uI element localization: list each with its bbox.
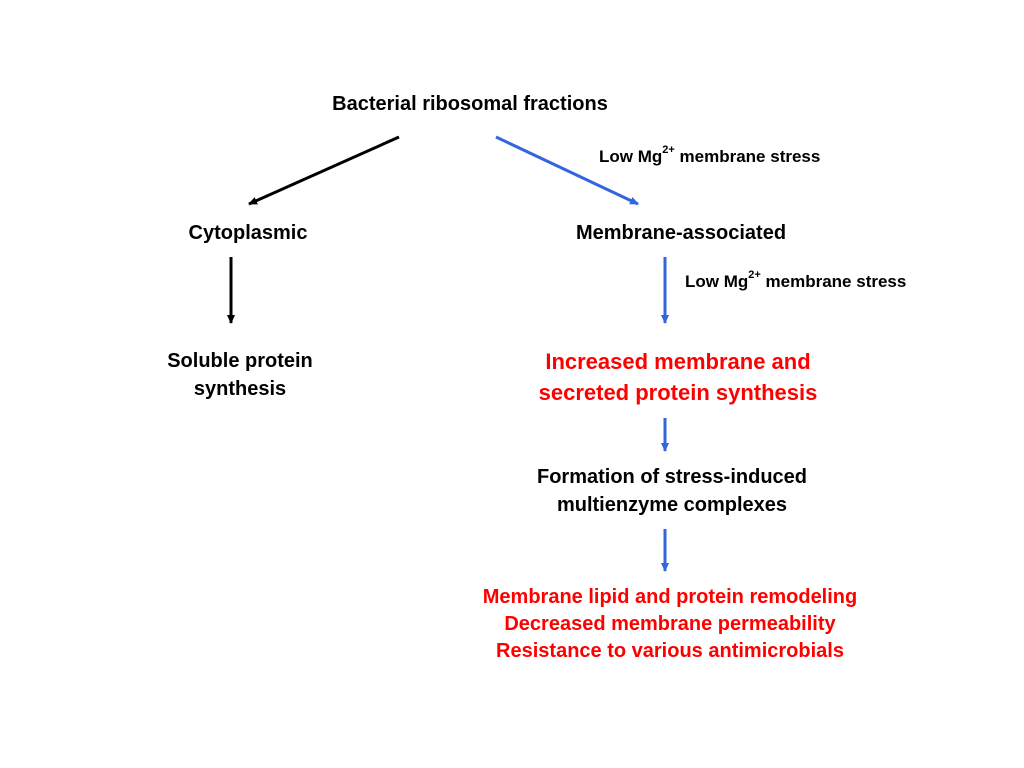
soluble-line-2: synthesis [193,378,287,400]
soluble-line-1: Soluble protein [167,350,313,372]
formation-node: Formation of stress-induced multienzyme … [472,463,872,519]
outcome-line-1: Membrane lipid and protein remodeling [482,586,858,608]
membrane-associated-label: Membrane-associated [575,222,787,244]
increased-node: Increased membrane and secreted protein … [478,348,878,407]
increased-line-2: secreted protein synthesis [538,380,818,405]
arrow-root-to-cytoplasmic [248,135,400,206]
root-label: Bacterial ribosomal fractions [332,93,608,115]
cytoplasmic-node: Cytoplasmic [148,219,348,247]
arrow-root-to-membrane [495,135,639,206]
formation-line-1: Formation of stress-induced [536,466,808,488]
edge-label-top-stress: Low Mg2+ membrane stress [599,144,821,167]
soluble-node: Soluble protein synthesis [120,347,360,403]
root-node: Bacterial ribosomal fractions [270,90,670,118]
cytoplasmic-label: Cytoplasmic [188,222,308,244]
formation-line-2: multienzyme complexes [556,494,788,516]
membrane-associated-node: Membrane-associated [531,219,831,247]
outcomes-node: Membrane lipid and protein remodeling De… [420,584,920,665]
edge-label-mid-stress: Low Mg2+ membrane stress [685,269,907,292]
outcome-line-3: Resistance to various antimicrobials [496,640,844,662]
outcome-line-2: Decreased membrane permeability [504,613,836,635]
increased-line-1: Increased membrane and [545,349,811,374]
